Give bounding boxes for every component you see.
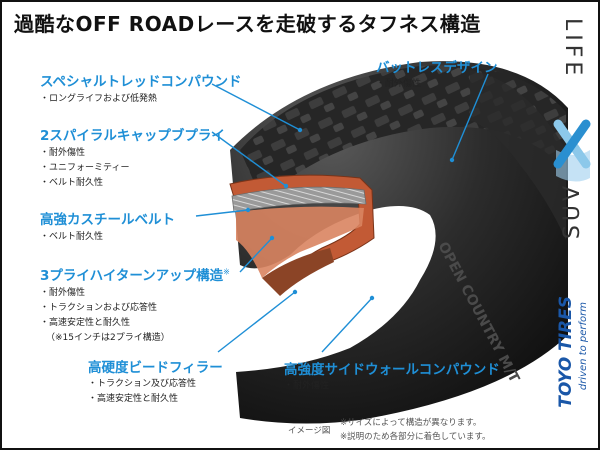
bullets-steel-belt: ベルト耐久性 [40, 230, 103, 245]
tagline-text: driven to perform [578, 302, 589, 391]
heading-spiral-cap-ply: 2スパイラルキャップブプライ [40, 128, 225, 144]
heading-three-ply-text: 3プライハイターンアップ構造 [40, 268, 224, 284]
bullet-item: 耐外傷性 [376, 77, 421, 92]
bullet-item: 高速安定性と耐久性 [40, 316, 157, 331]
heading-sidewall-compound: 高強度サイドウォールコンパウンド [284, 362, 500, 378]
footnote-color: ※説明のため各部分に着色しています。 [340, 432, 491, 442]
bullets-three-ply: 耐外傷性 トラクションおよび応答性 高速安定性と耐久性 [40, 286, 157, 331]
leader-lines [195, 73, 489, 353]
bullet-item: ベルト耐久性 [40, 230, 103, 245]
heading-bead-filler: 高硬度ビードフィラー [88, 360, 223, 376]
toyo-tires-logo: TOYO TIRES driven to perform [556, 296, 596, 442]
bullet-item: 耐外傷性 [40, 286, 157, 301]
inner-ply-layer [236, 206, 364, 278]
heading-tread-compound: スペシャルトレッドコンパウンド [40, 74, 242, 90]
bullet-item: ロングライフおよび低発熱 [40, 92, 157, 107]
bullet-item: ユニフォーミティー [40, 161, 129, 176]
heading-buttress-design: バットレスデザイン [376, 60, 498, 76]
suv-life-logo: LIFE SUV [552, 14, 592, 254]
life-text: LIFE [560, 18, 585, 80]
bullets-spiral-cap-ply: 耐外傷性 ユニフォーミティー ベルト耐久性 [40, 146, 129, 191]
bullets-bead-filler: トラクション及び応答性 高速安定性と耐久性 [88, 377, 196, 407]
bullets-tread-compound: ロングライフおよび低発熱 [40, 92, 157, 107]
bead-filler [262, 248, 334, 296]
page-title: 過酷なOFF ROADレースを走破するタフネス構造 [14, 12, 481, 36]
bullets-sidewall-compound: 耐外傷性 [284, 379, 329, 394]
suv-text: SUV [560, 182, 585, 240]
bullet-item: 耐外傷性 [284, 379, 329, 394]
bullet-item: トラクション及び応答性 [88, 377, 196, 392]
x-mark-icon [553, 119, 591, 169]
bullets-buttress-design: 耐外傷性 [376, 77, 421, 92]
heading-steel-belt: 高強カスチールベルト [40, 212, 175, 228]
heading-three-ply-mark: ※ [223, 267, 230, 277]
steel-belt-layer [231, 186, 367, 213]
bullet-item: 高速安定性と耐久性 [88, 392, 196, 407]
bullet-item: トラクションおよび応答性 [40, 301, 157, 316]
footnote-size: ※サイズによって構造が異なります。 [340, 418, 482, 428]
toyo-tires-text: TOYO TIRES [556, 296, 576, 408]
bullet-item: 耐外傷性 [40, 146, 129, 161]
two-ply-note: （※15インチは2プライ構造） [46, 333, 170, 343]
bullet-item: ベルト耐久性 [40, 176, 129, 191]
image-label: イメージ図 [288, 426, 331, 436]
heading-three-ply: 3プライハイターンアップ構造※ [40, 264, 230, 285]
